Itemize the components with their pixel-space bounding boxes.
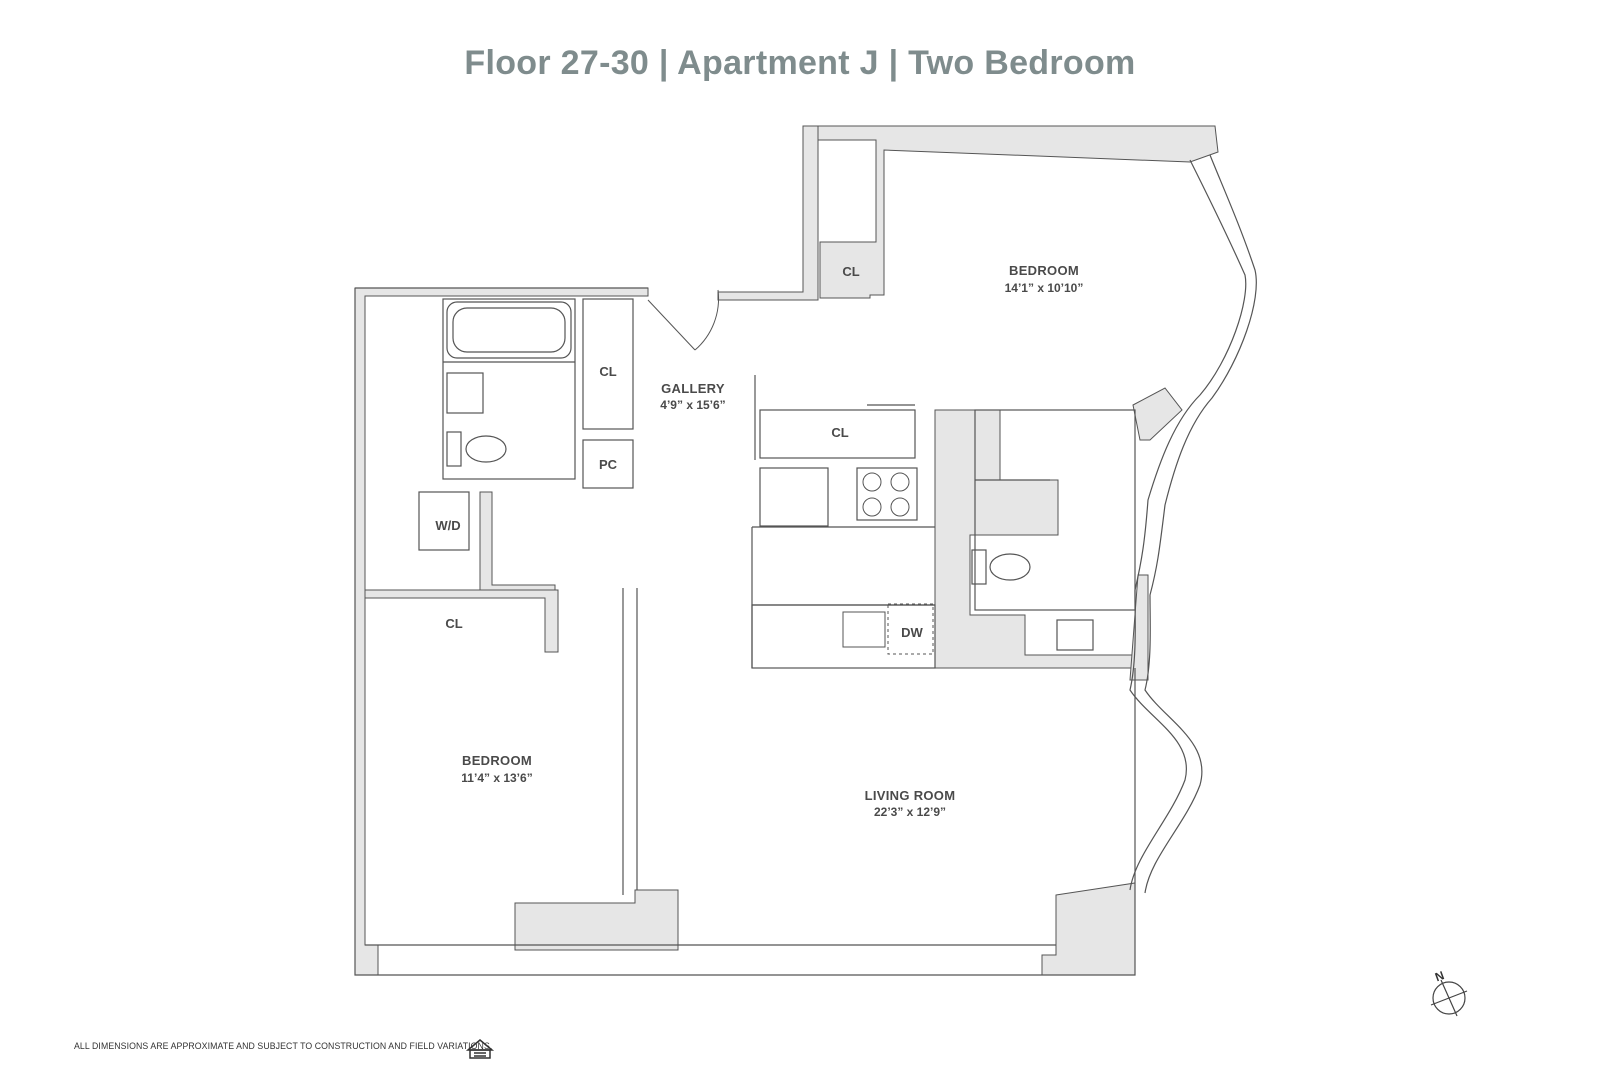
toilet-right bbox=[971, 549, 1094, 651]
wall-outlines bbox=[354, 154, 1257, 976]
gallery-label: GALLERY bbox=[661, 381, 725, 396]
disclaimer-text: ALL DIMENSIONS ARE APPROXIMATE AND SUBJE… bbox=[74, 1041, 493, 1052]
compass-icon bbox=[1430, 979, 1468, 1017]
compass-label: N bbox=[1433, 968, 1446, 984]
washer-dryer-label: W/D bbox=[435, 518, 460, 533]
plan-title: Floor 27-30 | Apartment J | Two Bedroom bbox=[464, 44, 1136, 82]
stove bbox=[862, 472, 910, 517]
master-bedroom-label: BEDROOM bbox=[1009, 263, 1079, 278]
walls bbox=[354, 125, 1219, 976]
second-bedroom-label: BEDROOM bbox=[462, 753, 532, 768]
living-room-label: LIVING ROOM bbox=[865, 788, 956, 803]
dishwasher-label: DW bbox=[901, 625, 923, 640]
closet-top-label: CL bbox=[842, 264, 859, 279]
sink-kitchen bbox=[842, 603, 934, 655]
door-swing bbox=[647, 289, 720, 351]
living-room-dims: 22’3” x 12’9” bbox=[874, 805, 946, 819]
closet-kitchen-label: CL bbox=[831, 425, 848, 440]
equal-housing-icon bbox=[465, 1039, 495, 1059]
closet-gallery-label: CL bbox=[599, 364, 616, 379]
bathtub bbox=[446, 301, 572, 359]
second-bedroom-dims: 11’4” x 13’6” bbox=[461, 771, 532, 785]
pantry-label: PC bbox=[599, 457, 618, 472]
closet-bedroom-label: CL bbox=[445, 616, 462, 631]
master-bedroom-dims: 14’1” x 10’10” bbox=[1005, 281, 1084, 295]
toilet-left bbox=[446, 372, 507, 467]
gallery-dims: 4’9” x 15’6” bbox=[660, 398, 725, 412]
